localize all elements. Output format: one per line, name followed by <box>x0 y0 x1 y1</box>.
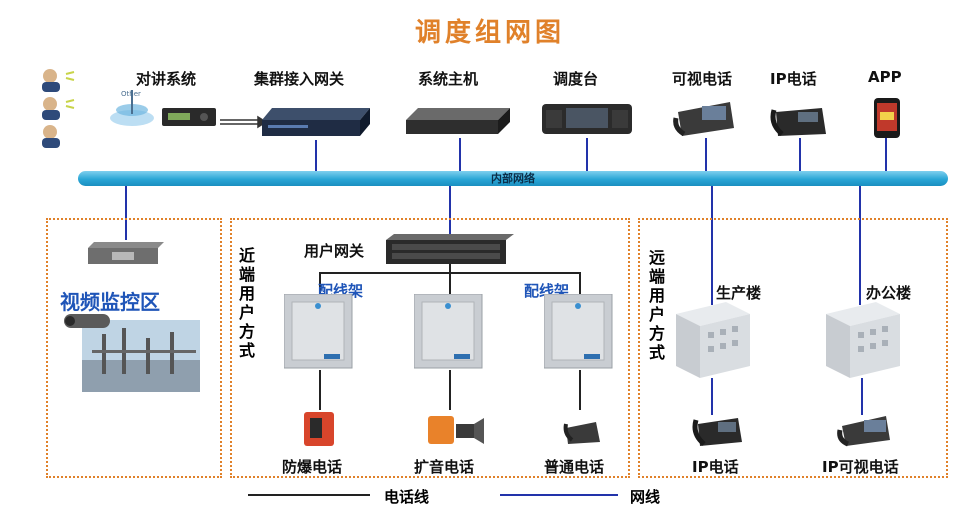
distribution-frame-left-icon <box>284 294 353 369</box>
legend-network-line-label: 网线 <box>630 488 661 506</box>
near-end-label: 近端用户方式 <box>238 246 255 360</box>
legend-phone-line-label: 电话线 <box>384 488 430 506</box>
console-label: 调度台 <box>553 70 599 88</box>
internal-network-bus <box>78 171 948 186</box>
nvr-device-icon <box>88 242 164 264</box>
app-label: APP <box>868 68 902 86</box>
distribution-frame-middle-icon <box>414 294 483 369</box>
user-gateway-icon <box>386 234 514 264</box>
intercom-label: 对讲系统 <box>136 70 197 88</box>
production-building-icon <box>676 302 750 378</box>
intercom-small-label: Other <box>121 90 141 98</box>
video-monitoring-zone <box>46 218 222 478</box>
user-avatars-icon <box>42 69 75 148</box>
distribution-frame-right-icon <box>544 294 613 369</box>
app-phone-icon <box>874 98 900 138</box>
internal-network-label: 内部网络 <box>491 172 535 185</box>
host-label: 系统主机 <box>418 70 479 88</box>
far-ip-video-phone-icon <box>837 416 890 447</box>
far-ip-phone-icon <box>692 418 742 446</box>
explosion-proof-phone-icon <box>304 412 334 446</box>
system-host-icon <box>406 108 510 134</box>
ordinary-phone-icon <box>563 422 600 444</box>
near-end-zone <box>230 218 630 478</box>
loudspeaker-phone-icon <box>428 416 484 444</box>
video-zone-label: 视频监控区 <box>60 290 160 314</box>
loudspeaker-phone-label: 扩音电话 <box>414 458 475 476</box>
surveillance-scene-icon <box>64 314 200 392</box>
ip-phone-icon <box>770 108 826 136</box>
page-title: 调度组网图 <box>414 18 565 48</box>
cluster-gateway-icon <box>262 108 370 136</box>
gateway-label: 集群接入网关 <box>254 70 345 88</box>
far-end-label: 远端用户方式 <box>648 248 665 362</box>
far-ip-phone-label: IP电话 <box>692 458 739 476</box>
video-phone-label: 可视电话 <box>672 70 733 88</box>
user-gateway-label: 用户网关 <box>304 242 365 260</box>
far-end-zone <box>638 218 948 478</box>
video-phone-icon <box>673 102 734 137</box>
intercom-system-icon: Other <box>110 90 216 126</box>
ordinary-phone-label: 普通电话 <box>544 458 605 476</box>
dispatch-console-icon <box>542 104 632 134</box>
office-building-label: 办公楼 <box>866 284 912 302</box>
production-building-label: 生产楼 <box>716 284 762 302</box>
explosion-proof-phone-label: 防爆电话 <box>282 458 343 476</box>
office-building-icon <box>826 302 900 378</box>
far-ip-video-phone-label: IP可视电话 <box>822 458 899 476</box>
ip-phone-label: IP电话 <box>770 70 817 88</box>
